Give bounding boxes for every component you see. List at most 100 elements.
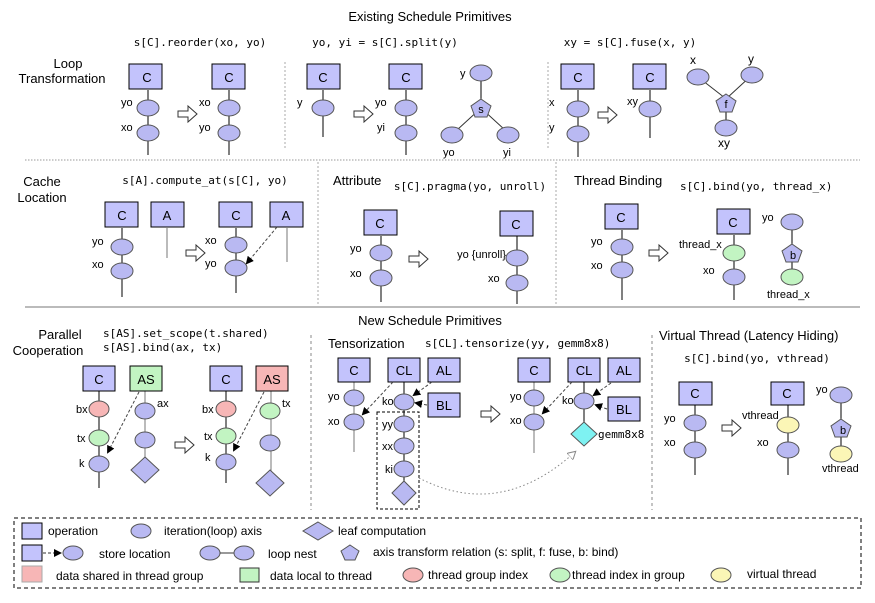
attribute-label: Attribute [333,173,381,188]
thread-group-index-node [215,400,237,418]
axis-node [369,244,393,262]
svg-text:BL: BL [616,402,632,417]
operation-node [388,63,423,90]
axis-node [134,402,156,420]
axis-node [740,66,764,84]
svg-text:y: y [549,122,555,134]
svg-text:yy: yy [382,419,394,431]
svg-text:xy: xy [718,136,730,150]
thread-index-node [215,427,237,445]
svg-text:data local to thread: data local to thread [270,569,372,583]
store-location-arrow [594,403,608,411]
svg-text:loop nest: loop nest [268,547,317,561]
svg-text:CL: CL [576,363,593,378]
tensorize-mapping-arrow [418,452,575,495]
axis-node [686,68,710,86]
svg-text:x: x [690,53,696,67]
svg-text:yo: yo [375,97,387,109]
legend-loop-nest-icon [199,545,221,561]
svg-text:BL: BL [436,398,452,413]
svg-text:yo: yo [816,384,828,396]
svg-text:xo: xo [664,437,676,449]
axis-node [134,431,156,449]
operation-node [104,201,139,228]
axis-node [776,441,800,459]
svg-text:xo: xo [757,437,769,449]
svg-text:yo: yo [121,97,133,109]
operation-node [607,357,641,383]
transform-arrow-icon [174,435,195,455]
svg-text:y: y [460,68,466,80]
axis-node [394,99,418,117]
svg-text:AS: AS [263,372,281,387]
legend: operation iteration(loop) axis leaf comp… [13,517,862,589]
vthread-bind-code: s[C].bind(yo, vthread) [684,352,830,365]
svg-text:C: C [616,210,625,225]
store-location-arrow [414,400,428,409]
reorder-code: s[C].reorder(xo, yo) [134,36,266,49]
axis-node [393,393,415,411]
legend-leaf-icon [302,521,334,541]
svg-text:vthread: vthread [742,410,779,422]
svg-text:virtual thread: virtual thread [747,567,816,581]
leaf-computation-node [391,480,417,506]
cache-before: C A yo xo [92,201,185,297]
svg-text:C: C [221,372,230,387]
legend-store-op-icon [21,544,43,562]
operation-node [770,381,805,406]
axis-node [829,386,853,404]
axis-node [566,100,590,118]
svg-text:yi: yi [377,122,385,134]
svg-text:C: C [645,70,654,85]
svg-text:ko: ko [562,395,574,407]
transform-arrow-icon [648,243,669,263]
operation-node [82,365,116,392]
operation-node [567,357,601,383]
svg-text:C: C [224,70,233,85]
thread-group-index-node [88,400,110,418]
svg-text:b: b [790,250,796,262]
loop-label-2: Transformation [19,71,106,86]
axis-node [217,99,241,117]
set-scope-code: s[AS].set_scope(t.shared) [103,327,269,340]
svg-text:thread group index: thread group index [428,568,528,582]
operation-node [337,357,371,383]
cache-label-2: Location [17,190,66,205]
split-pentagon-icon [470,98,492,118]
transform-arrow-icon [597,105,618,125]
existing-primitives-title: Existing Schedule Primitives [348,9,512,24]
axis-node [566,125,590,143]
axis-node [88,455,110,473]
bind-pentagon-icon [781,243,803,263]
svg-text:AL: AL [616,363,632,378]
transform-arrow-icon [480,404,501,424]
transform-arrow-icon [408,249,429,269]
svg-text:yo: yo [199,122,211,134]
operation-node [128,63,163,90]
thread-index-node [88,429,110,447]
axis-node [394,124,418,142]
legend-green-ellipse-icon [549,567,571,583]
svg-text:A: A [163,208,172,223]
svg-text:gemm8x8: gemm8x8 [598,428,644,441]
legend-red-ellipse-icon [402,567,424,583]
section-dividers [25,62,860,510]
axis-node [610,261,634,279]
axis-node [505,274,529,292]
svg-text:C: C [401,70,410,85]
split-code: yo, yi = s[C].split(y) [312,36,458,49]
axis-node [343,389,365,407]
legend-local-icon [239,567,260,583]
cache-label-1: Cache [23,174,61,189]
axis-node [393,460,415,478]
svg-text:C: C [690,386,699,401]
thread-index-node [722,244,746,262]
svg-text:C: C [511,217,520,232]
compute-at-code: s[A].compute_at(s[C], yo) [122,174,288,187]
svg-text:leaf computation: leaf computation [338,524,426,538]
axis-node [638,100,662,118]
tensorization-after: C CL AL BL yo xo ko gemm8x8 [418,357,644,495]
svg-text:C: C [318,70,327,85]
thread-binding-before: C yo xo [591,203,639,300]
